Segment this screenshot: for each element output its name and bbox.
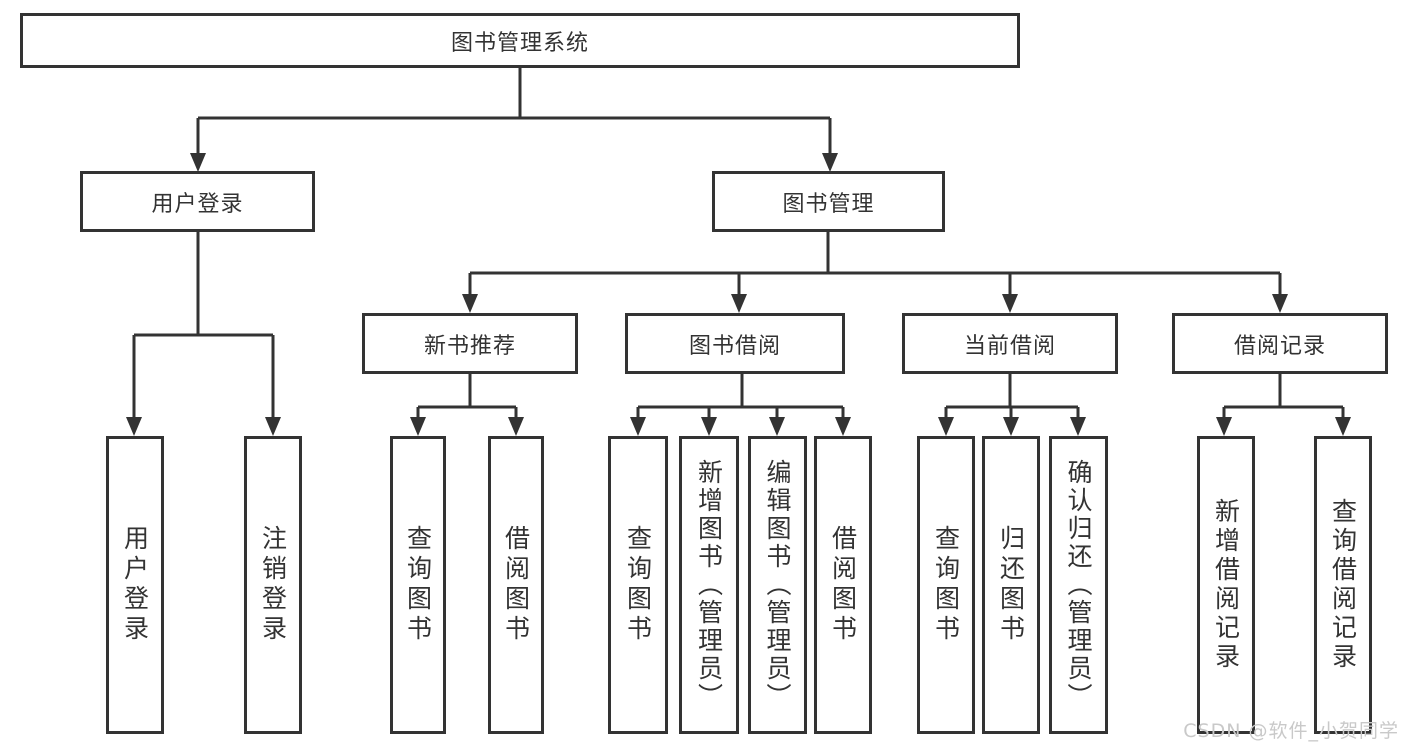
leaf-borrow-books-1: 借阅图书 <box>488 436 544 734</box>
node-book-management: 图书管理 <box>712 171 945 232</box>
node-current-borrow: 当前借阅 <box>902 313 1118 374</box>
node-root-library-system: 图书管理系统 <box>20 13 1020 68</box>
leaf-user-login: 用户登录 <box>106 436 164 734</box>
csdn-watermark: CSDN @软件_小贺同学 <box>1183 720 1399 742</box>
leaf-logout: 注销登录 <box>244 436 302 734</box>
leaf-query-books-1: 查询图书 <box>390 436 446 734</box>
leaf-add-borrow-record: 新增借阅记录 <box>1197 436 1255 734</box>
node-borrow-records: 借阅记录 <box>1172 313 1388 374</box>
leaf-add-books-admin: 新增图书（管理员） <box>679 436 739 734</box>
leaf-return-books: 归还图书 <box>982 436 1040 734</box>
leaf-confirm-return-admin: 确认归还（管理员） <box>1049 436 1108 734</box>
leaf-borrow-books-2: 借阅图书 <box>814 436 872 734</box>
leaf-query-books-3: 查询图书 <box>917 436 975 734</box>
node-new-book-recommend: 新书推荐 <box>362 313 578 374</box>
leaf-edit-books-admin: 编辑图书（管理员） <box>748 436 807 734</box>
node-book-borrow: 图书借阅 <box>625 313 845 374</box>
arrow-down-icons <box>126 153 1351 436</box>
leaf-query-borrow-record: 查询借阅记录 <box>1314 436 1372 734</box>
leaf-query-books-2: 查询图书 <box>608 436 668 734</box>
node-user-login: 用户登录 <box>80 171 315 232</box>
